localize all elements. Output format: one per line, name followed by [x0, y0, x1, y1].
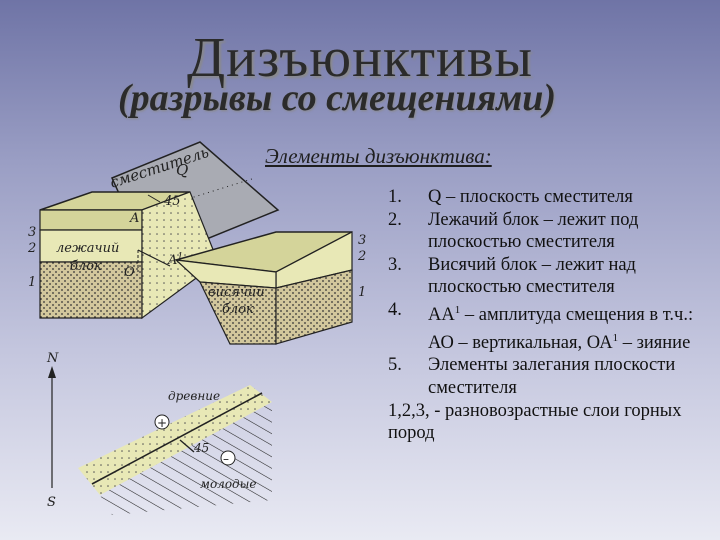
minus-sign: – — [223, 452, 229, 466]
downthrown-marker — [220, 450, 236, 466]
amplitude-line — [137, 249, 171, 267]
list-item: 4.АА1 – амплитуда смещения в т.ч.: АО – … — [388, 299, 694, 353]
map-angle-label: 45 — [193, 441, 209, 455]
map-view: N S древние молодые + – 45 — [46, 351, 272, 515]
list-item: 2.Лежачий блок – лежит под плоскостью см… — [388, 209, 639, 253]
arrow-head-icon — [48, 366, 56, 378]
plane-letter: Q — [176, 161, 188, 179]
footwall-block — [39, 191, 219, 320]
hanging-wall-label-2: блок — [222, 302, 254, 317]
angle-arc — [147, 194, 161, 203]
hanging-wall-label-1: висячий — [208, 285, 265, 300]
south-label: S — [47, 495, 56, 510]
hanging-wall-block — [174, 231, 353, 345]
left-layer-2: 2 — [27, 241, 36, 256]
young-beds-label: молодые — [200, 477, 257, 491]
plus-sign: + — [157, 416, 167, 430]
list-item: 5.Элементы залегания плоскости сместител… — [388, 355, 676, 399]
right-layer-3: 3 — [358, 233, 366, 248]
left-layer-3: 3 — [28, 225, 36, 240]
fault-trace — [91, 392, 263, 485]
left-layer-1: 1 — [28, 275, 36, 290]
page-subtitle: (разрывы со смещениями) — [118, 77, 557, 119]
list-item: 3.Висячий блок – лежит над плоскостью см… — [388, 254, 636, 298]
footwall-label-1: лежачий — [56, 241, 119, 256]
dip-angle-label: 45 — [163, 194, 181, 209]
point-a1-label: A1 — [167, 252, 183, 268]
dip-symbol — [179, 439, 195, 453]
layers-note: 1,2,3, - разновозрастные слои горных пор… — [388, 400, 682, 444]
section-heading: Элементы дизъюнктива: — [265, 144, 492, 168]
old-beds-label: древние — [168, 389, 220, 403]
list-item: 1.Q – плоскость сместителя — [388, 187, 633, 207]
young-beds-area — [100, 402, 272, 515]
page-title: Дизъюнктивы — [186, 27, 534, 89]
elements-list: 1.Q – плоскость сместителя 2.Лежачий бло… — [388, 186, 708, 445]
footwall-label-2: блок — [70, 259, 102, 274]
point-o-label: O — [124, 265, 135, 280]
right-layer-2: 2 — [357, 249, 366, 264]
upthrown-marker — [154, 414, 170, 430]
right-layer-1: 1 — [358, 285, 366, 300]
north-label: N — [46, 351, 59, 366]
point-a-label: A — [129, 211, 139, 226]
